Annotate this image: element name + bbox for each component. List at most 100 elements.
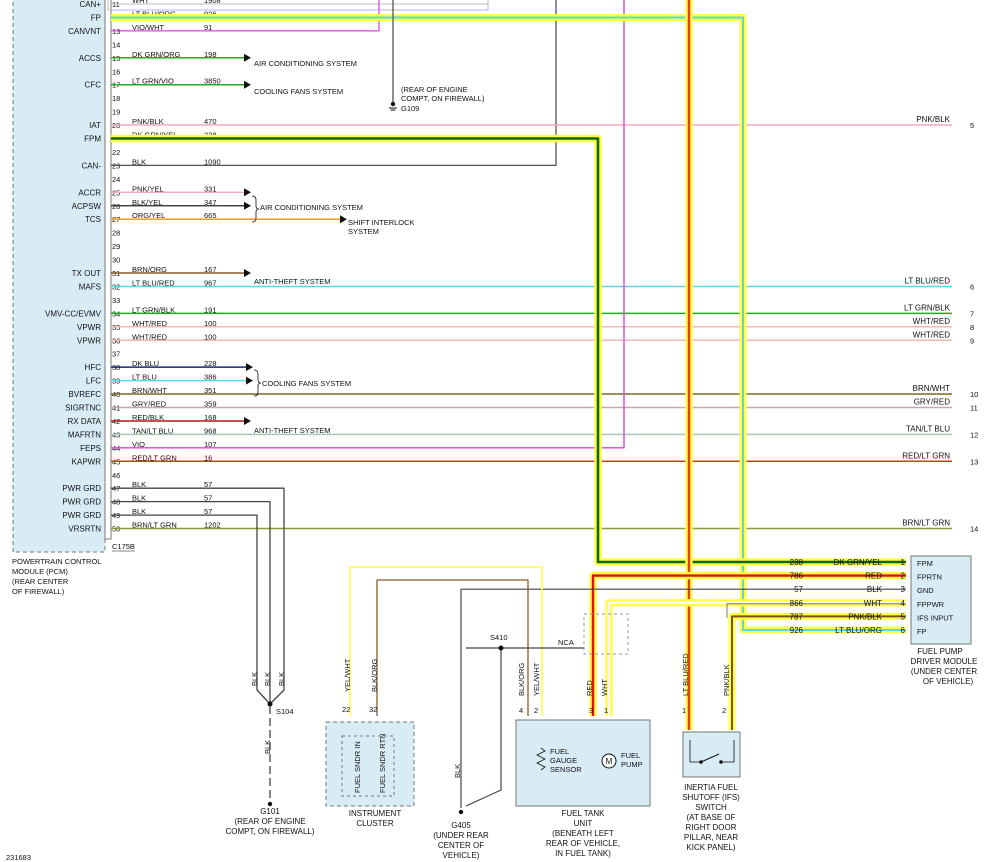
- pcm-pin-number: 22: [112, 148, 120, 157]
- fpdm-wire-color: LT BLU/ORG: [835, 626, 882, 635]
- arrow-icon: [246, 376, 253, 385]
- pcm-pin-number: 46: [112, 471, 120, 480]
- arrow-icon: [244, 188, 251, 197]
- pcm-pin-label: BVREFC: [69, 390, 102, 399]
- figure-id: 231683: [6, 853, 31, 862]
- pcm-pin-label: CANVNT: [68, 27, 101, 36]
- pcm-pin-label: FP: [91, 13, 101, 22]
- pcm-pin-label: TCS: [85, 215, 101, 224]
- svg-text:GAUGE: GAUGE: [550, 756, 577, 765]
- right-wire-number: 7: [970, 309, 974, 318]
- svg-text:RIGHT DOOR: RIGHT DOOR: [686, 823, 737, 832]
- pcm-wire-circuit: 100: [204, 332, 217, 341]
- pcm-wire-color: RED/LT GRN: [132, 453, 177, 462]
- svg-text:FUEL TANK: FUEL TANK: [562, 809, 606, 818]
- svg-text:M: M: [606, 757, 613, 766]
- fpdm-circuit: 787: [790, 612, 804, 621]
- right-wire-label: WHT/RED: [913, 330, 951, 339]
- right-wire-label: BRN/LT GRN: [902, 519, 950, 528]
- fpdm-caption: FUEL PUMP DRIVER MODULE (UNDER CENTER OF…: [911, 647, 978, 686]
- wire-feps: [111, 0, 625, 449]
- right-wire-number: 12: [970, 430, 978, 439]
- wire-ifs-input: [731, 615, 906, 730]
- pcm-wire-color: BLK: [132, 157, 146, 166]
- pcm-pin-label: ACPSW: [72, 202, 102, 211]
- svg-text:G109: G109: [401, 104, 419, 113]
- fpdm-wire-color: WHT: [864, 599, 882, 608]
- right-wire-number: 5: [970, 121, 974, 130]
- fpdm-pin-label: FPPWR: [917, 600, 945, 609]
- fpdm-circuit: 866: [790, 599, 804, 608]
- svg-text:(UNDER REAR: (UNDER REAR: [433, 831, 489, 840]
- right-wire-number: 10: [970, 390, 978, 399]
- svg-text:RED: RED: [585, 680, 594, 696]
- right-wire-number: 6: [970, 282, 974, 291]
- pcm-pin-label: FPM: [84, 135, 101, 144]
- pcm-pin-label: CFC: [85, 81, 102, 90]
- svg-text:1: 1: [604, 706, 608, 715]
- svg-text:IN FUEL TANK): IN FUEL TANK): [555, 849, 611, 858]
- pcm-wire-color: BRN/ORG: [132, 265, 167, 274]
- dest-ac-1: AIR CONDITIONING SYSTEM: [254, 59, 357, 68]
- svg-text:PILLAR, NEAR: PILLAR, NEAR: [684, 833, 738, 842]
- pcm-pin-label: VPWR: [77, 336, 101, 345]
- pcm-pin-number: 37: [112, 350, 120, 359]
- svg-text:SWITCH: SWITCH: [695, 803, 727, 812]
- arrow-icon: [244, 201, 251, 210]
- pcm-wire-color: LT GRN/BLK: [132, 305, 175, 314]
- svg-text:(REAR OF ENGINE: (REAR OF ENGINE: [401, 85, 468, 94]
- pcm-connector-label: C175B: [112, 542, 135, 551]
- fpdm-wire-color: BLK: [867, 585, 883, 594]
- arrow-icon: [340, 215, 347, 224]
- wire-pin-47: [111, 487, 285, 705]
- pcm-wire-color: WHT/RED: [132, 332, 168, 341]
- right-wire-number: 14: [970, 525, 978, 534]
- pcm-wire-circuit: 57: [204, 507, 212, 516]
- wire-fp: [111, 16, 906, 631]
- fpdm-circuit: 926: [790, 626, 804, 635]
- svg-text:G405: G405: [451, 821, 471, 830]
- svg-text:FUEL SNDR RTN: FUEL SNDR RTN: [378, 733, 387, 793]
- pcm-wire-circuit: 1908: [204, 0, 221, 5]
- pcm-pin-number: 30: [112, 256, 120, 265]
- pcm-wire-circuit: 57: [204, 480, 212, 489]
- pcm-pin-label: PWR GRD: [62, 511, 101, 520]
- pcm-pin-number: 29: [112, 242, 120, 251]
- pcm-wire-circuit: 347: [204, 198, 217, 207]
- svg-text:KICK PANEL): KICK PANEL): [686, 843, 736, 852]
- right-wire-label: LT GRN/BLK: [904, 303, 951, 312]
- pcm-pin-label: RX DATA: [68, 417, 102, 426]
- svg-text:(REAR CENTER: (REAR CENTER: [12, 577, 69, 586]
- pcm-wire-color: BLK: [132, 480, 146, 489]
- pcm-pin-number: 18: [112, 94, 120, 103]
- dest-antitheft-1: ANTI-THEFT SYSTEM: [254, 277, 331, 286]
- pcm-wire-circuit: 191: [204, 305, 217, 314]
- s410-splice: S410 NCA BLK G405 (UNDER REAR CENTER OF …: [433, 633, 574, 860]
- pcm-wire-color: BLK: [132, 494, 146, 503]
- dest-fans-1: COOLING FANS SYSTEM: [254, 87, 343, 96]
- pcm-wire-circuit: 228: [204, 359, 217, 368]
- pcm-wire-color: GRY/RED: [132, 400, 167, 409]
- svg-text:(BENEATH LEFT: (BENEATH LEFT: [552, 829, 614, 838]
- dest-fans-2: COOLING FANS SYSTEM: [262, 379, 351, 388]
- pcm-pin-number: 16: [112, 67, 120, 76]
- fpdm-pin-number: 6: [901, 626, 906, 635]
- pcm-pin-number: 24: [112, 175, 120, 184]
- right-wire-label: WHT/RED: [913, 317, 951, 326]
- pcm-wire-color: LT GRN/VIO: [132, 77, 174, 86]
- pcm-wire-circuit: 107: [204, 440, 217, 449]
- pcm-wire-circuit: 91: [204, 23, 212, 32]
- pcm-pin-label: MAFRTN: [68, 430, 101, 439]
- fpdm-pin-label: FPM: [917, 559, 933, 568]
- svg-text:YEL/WHT: YEL/WHT: [343, 658, 352, 692]
- pcm-wire-color: RED/BLK: [132, 413, 164, 422]
- svg-text:YEL/WHT: YEL/WHT: [532, 662, 541, 696]
- svg-text:FUEL: FUEL: [550, 747, 569, 756]
- pcm-pin-label: HFC: [85, 363, 102, 372]
- arrow-icon: [244, 269, 251, 277]
- pcm-pin-number: 33: [112, 296, 120, 305]
- fpdm-pin-number: 4: [901, 599, 906, 608]
- wire-pin-48: [111, 501, 271, 704]
- pcm-pin-label: VMV-CC/EVMV: [45, 309, 102, 318]
